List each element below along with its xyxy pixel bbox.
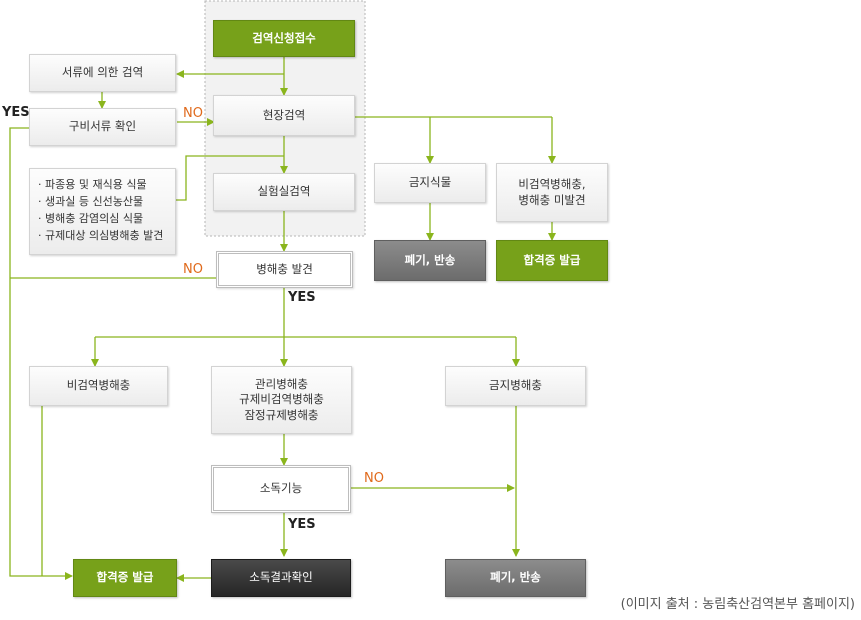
plant-list-box: 파종용 및 재식용 식물 생과실 등 신선농산물 병해충 감염의심 식물 규제대… xyxy=(29,168,176,255)
arrow-plantlist-lab xyxy=(176,155,284,201)
non-quarantine-pests-box-2: 비검역병해충 xyxy=(29,366,168,406)
yes-label-document: YES xyxy=(2,105,30,120)
no-label-disinfection: NO xyxy=(364,471,384,486)
yes-label-disinfection: YES xyxy=(288,517,316,532)
non-quarantine-pest-box: 비검역병해충, 병해충 미발견 xyxy=(496,163,608,222)
plant-list-item: 병해충 감염의심 식물 xyxy=(38,210,143,227)
managed-pests-box: 관리병해충 규제비검역병해충 잠정규제병해충 xyxy=(211,366,352,434)
certificate-box-1: 합격증 발급 xyxy=(496,240,608,281)
plant-list-item: 규제대상 의심병해충 발견 xyxy=(38,227,163,244)
certificate-box-2: 합격증 발급 xyxy=(73,559,177,597)
prohibited-plants-box: 금지식물 xyxy=(374,163,486,203)
plant-list-item: 생과실 등 신선농산물 xyxy=(38,193,143,210)
dispose-return-box-2: 폐기, 반송 xyxy=(445,559,586,597)
document-inspection-box: 서류에 의한 검역 xyxy=(29,54,176,92)
plant-list-item: 파종용 및 재식용 식물 xyxy=(38,176,147,193)
disinfection-check-box: 소독결과확인 xyxy=(211,559,351,597)
lab-inspection-box: 실험실검역 xyxy=(213,173,355,211)
no-label-pest: NO xyxy=(183,262,203,277)
prohibited-pests-box: 금지병해충 xyxy=(445,366,586,406)
yes-label-pest: YES xyxy=(288,290,316,305)
no-label-document: NO xyxy=(183,106,203,121)
pest-found-box: 병해충 발견 xyxy=(216,251,353,288)
arrow-yes-certificate xyxy=(9,127,73,580)
document-check-box: 구비서류 확인 xyxy=(29,108,176,146)
inspection-request-box: 검역신청접수 xyxy=(213,20,355,57)
onsite-inspection-box: 현장검역 xyxy=(213,95,355,136)
disinfection-box: 소독기능 xyxy=(211,465,351,513)
image-source-caption: (이미지 출처 : 농림축산검역본부 홈페이지) xyxy=(620,597,855,612)
dispose-return-box-1: 폐기, 반송 xyxy=(374,240,486,281)
